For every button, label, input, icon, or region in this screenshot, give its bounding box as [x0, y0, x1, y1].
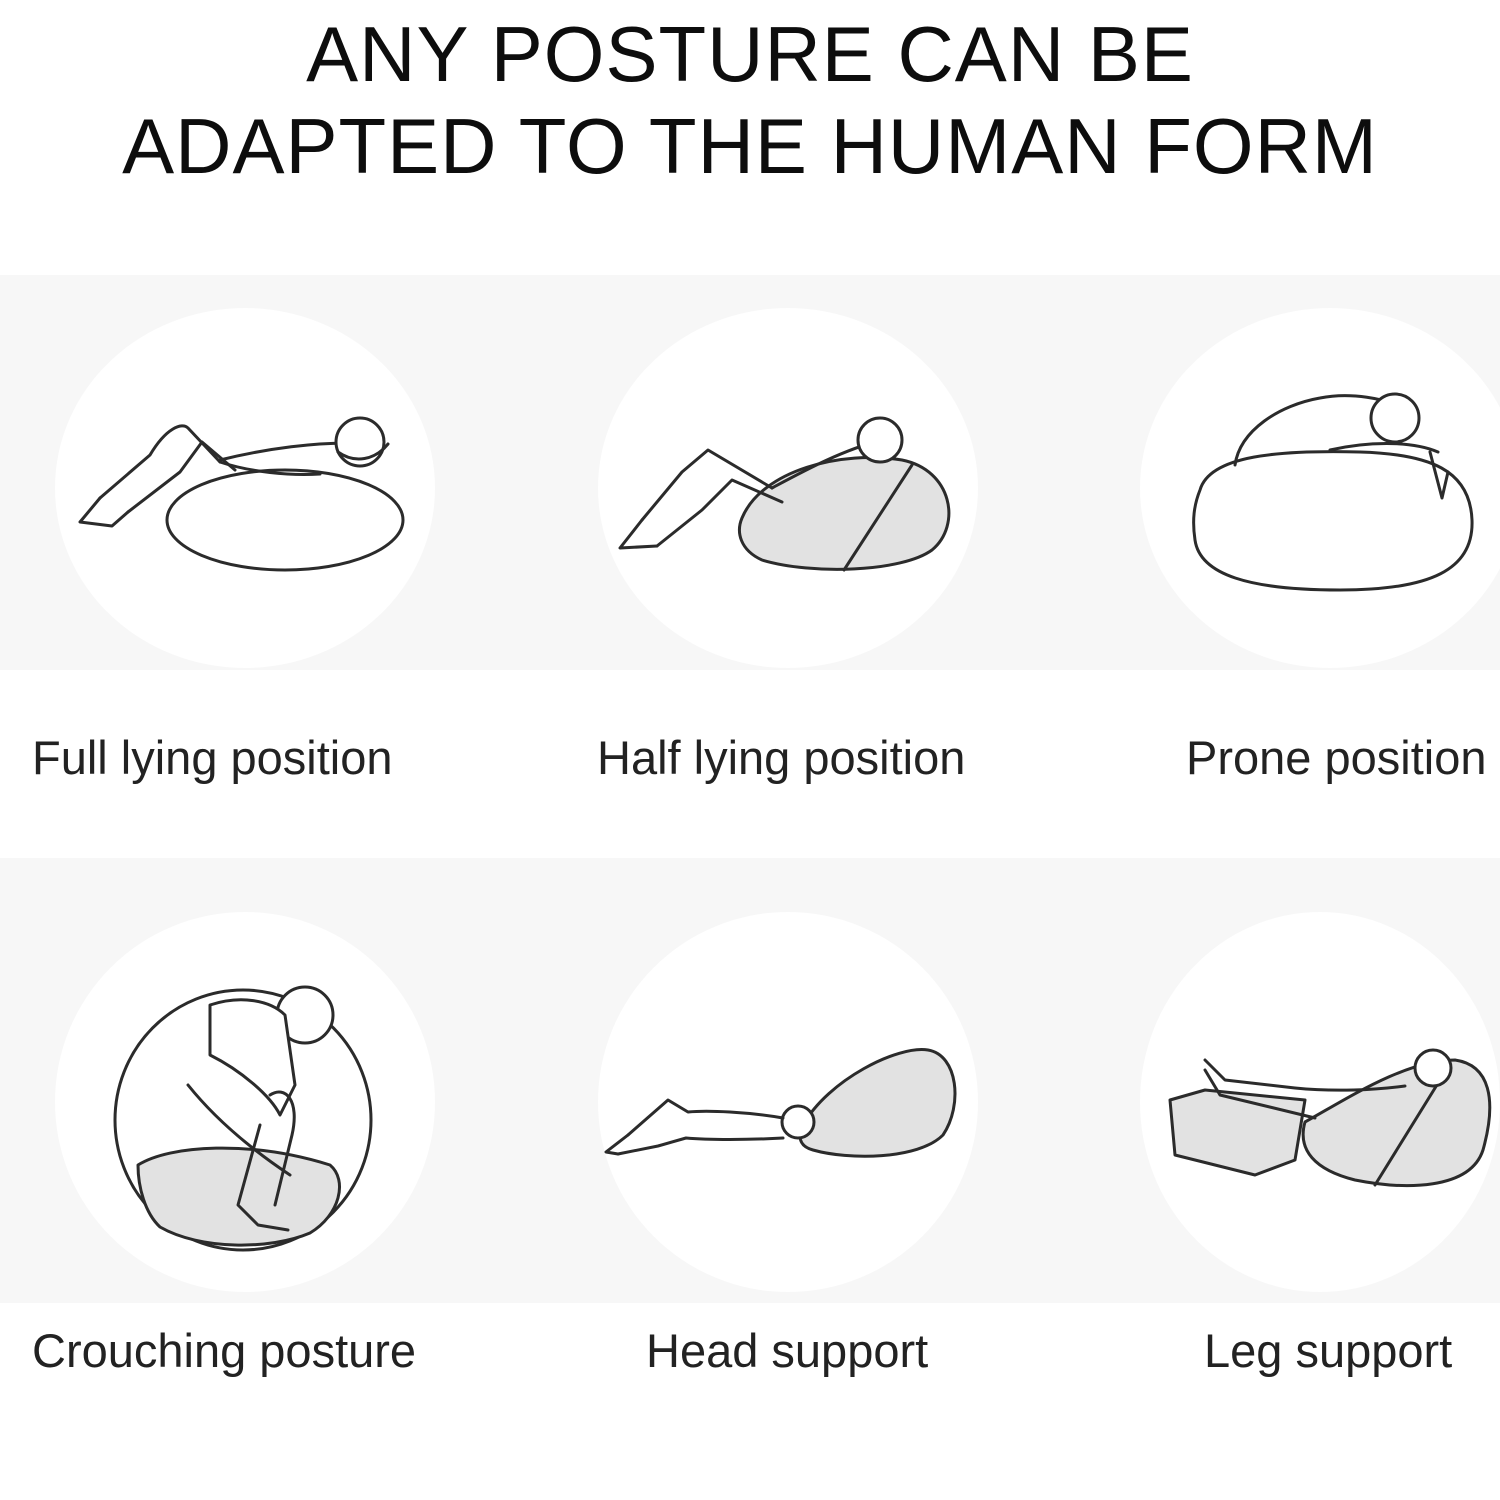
prone-icon [1192, 392, 1474, 592]
posture-label-crouching: Crouching posture [32, 1324, 417, 1377]
headline-line-2: ADAPTED TO THE HUMAN FORM [122, 102, 1378, 190]
posture-label-leg-support: Leg support [1204, 1324, 1453, 1377]
page-headline: ANY POSTURE CAN BE ADAPTED TO THE HUMAN … [0, 8, 1500, 192]
crouching-icon [113, 985, 373, 1252]
posture-label-half-lying: Half lying position [597, 731, 966, 784]
half-lying-icon [618, 416, 951, 572]
posture-label-prone: Prone position [1186, 731, 1487, 784]
bottom-caption-strip [30, 1303, 1500, 1433]
headline-line-1: ANY POSTURE CAN BE [306, 10, 1194, 98]
posture-label-head-support: Head support [646, 1324, 929, 1377]
head-support-icon [604, 1048, 957, 1158]
leg-support-icon [1168, 1048, 1492, 1188]
posture-label-full-lying: Full lying position [32, 731, 393, 784]
full-lying-icon [78, 416, 405, 572]
